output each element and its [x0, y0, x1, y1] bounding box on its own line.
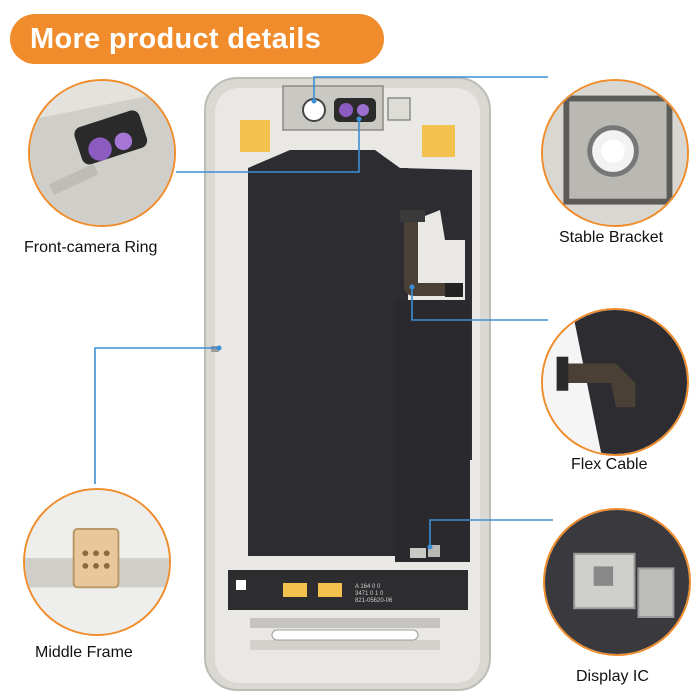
callout-display-ic: [543, 508, 691, 656]
chip-marking-1: A 164 0 0: [355, 584, 381, 590]
stable-bracket-photo: [543, 81, 687, 225]
label-front-camera-ring: Front-camera Ring: [24, 239, 158, 256]
display-ic-photo: [545, 510, 689, 654]
callout-front-camera-ring: [28, 79, 176, 227]
label-stable-bracket: Stable Bracket: [559, 229, 664, 246]
flex-cable-photo: [543, 310, 687, 454]
front-camera-ring-photo: [30, 81, 174, 225]
label-middle-frame: Middle Frame: [35, 644, 133, 661]
callout-middle-frame: [23, 488, 171, 636]
header-banner: [10, 14, 384, 64]
callout-stable-bracket: [541, 79, 689, 227]
label-display-ic: Display IC: [576, 668, 649, 685]
label-flex-cable: Flex Cable: [571, 456, 648, 473]
callout-flex-cable: [541, 308, 689, 456]
middle-frame-photo: [25, 490, 169, 634]
chip-marking-3: 821-05620-06: [355, 598, 393, 604]
banner-title: More product details: [30, 23, 322, 55]
chip-marking-2: 3471 0 1 0: [355, 591, 384, 597]
